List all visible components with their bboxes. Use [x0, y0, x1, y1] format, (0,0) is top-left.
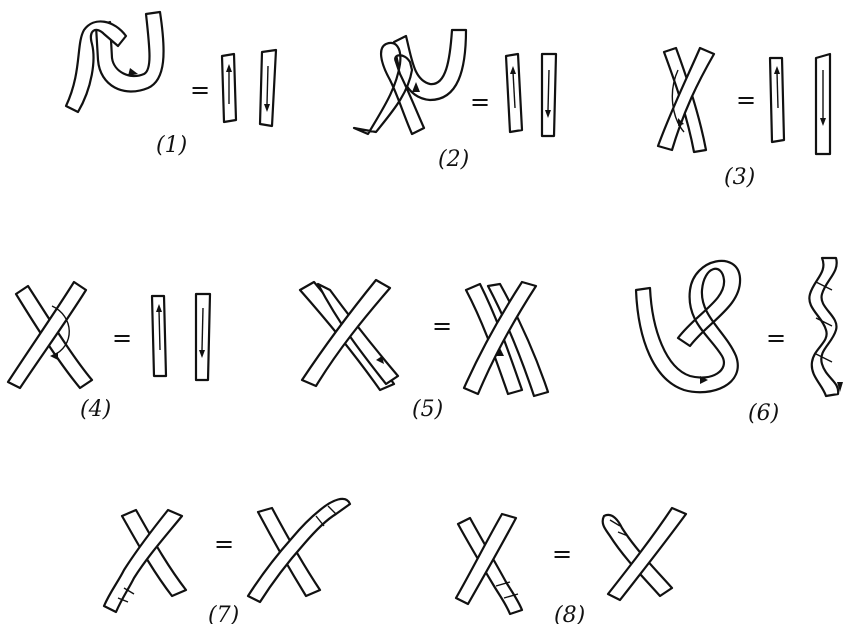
panel-label-7: (7) [208, 603, 239, 624]
panel-7: = (7) [104, 499, 350, 624]
panel-6-left-figure-eight-ribbon [636, 261, 740, 392]
panel-4-right-parallel-ribbons [152, 294, 210, 380]
panel-7-right-crossed-ribbons [248, 499, 350, 602]
panel-4-left-crossed-ribbons [8, 282, 92, 388]
equals-sign-1: = [190, 76, 210, 104]
panel-1-left-ribbon-loop [66, 12, 164, 112]
panel-3: = (3) [658, 48, 830, 190]
panel-3-right-parallel-ribbons [770, 54, 830, 154]
equals-sign-7: = [214, 530, 234, 558]
panel-2: = (2) [354, 30, 556, 172]
panel-label-3: (3) [724, 165, 755, 190]
panel-8-right-crossed-ribbons [603, 508, 686, 600]
panel-7-left-crossed-ribbons [104, 510, 186, 612]
panel-3-left-crossed-ribbons [658, 48, 714, 152]
panel-2-left-ribbon-loop [354, 30, 466, 134]
equals-sign-8: = [552, 540, 572, 568]
panel-5-left-crossed-ribbons [300, 280, 398, 390]
panel-6: = (6) [636, 258, 843, 426]
equals-sign-2: = [470, 88, 490, 116]
panel-8-left-crossed-ribbons [456, 514, 522, 614]
equals-sign-6: = [766, 324, 786, 352]
panel-label-5: (5) [412, 397, 443, 422]
panel-5: = (5) [300, 280, 548, 422]
panel-4: = (4) [8, 282, 210, 422]
panel-8: = (8) [456, 508, 686, 624]
panel-label-8: (8) [554, 603, 585, 624]
panel-label-4: (4) [80, 397, 111, 422]
panel-1-right-parallel-ribbons [222, 50, 276, 126]
panel-label-1: (1) [156, 133, 187, 158]
equals-sign-4: = [112, 324, 132, 352]
panel-label-6: (6) [748, 401, 779, 426]
equals-sign-5: = [432, 312, 452, 340]
panel-label-2: (2) [438, 147, 469, 172]
panel-2-right-parallel-ribbons [506, 54, 556, 136]
panel-5-right-crossed-ribbons [464, 282, 548, 396]
panel-6-right-twisted-ribbon [809, 258, 843, 396]
panel-1: = (1) [66, 12, 276, 158]
equals-sign-3: = [736, 86, 756, 114]
